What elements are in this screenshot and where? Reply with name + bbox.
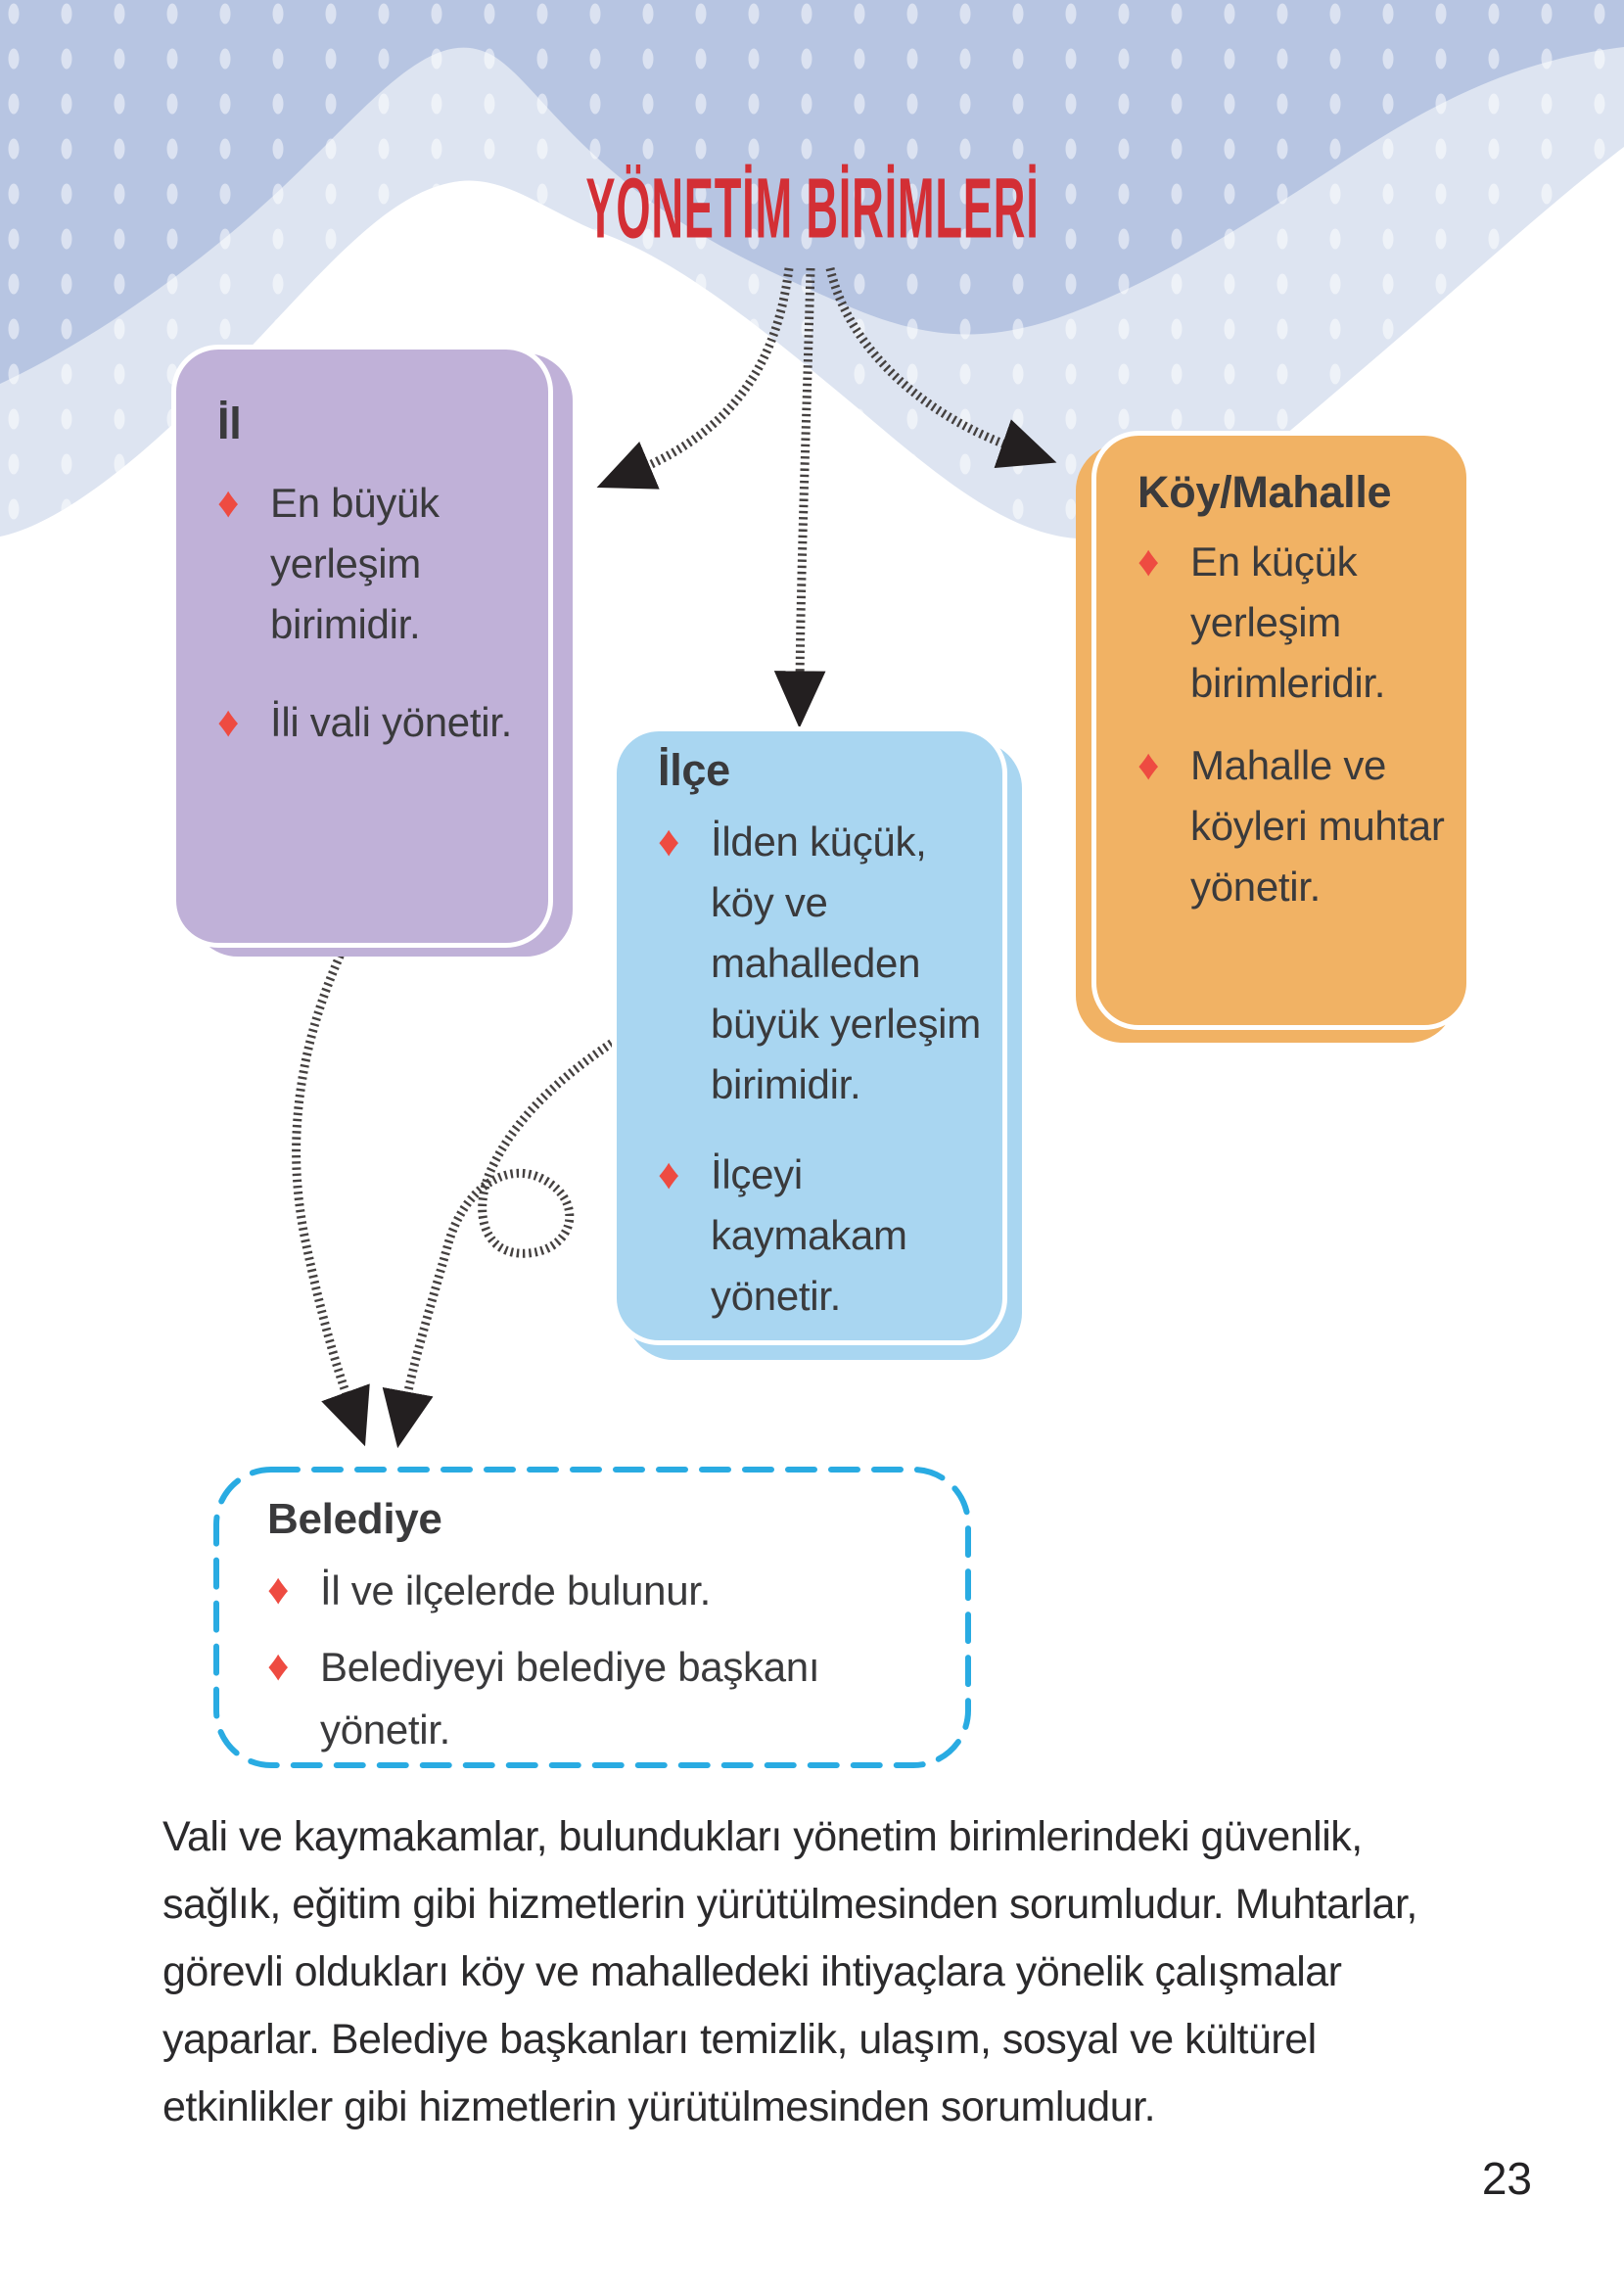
card-il-title: İl: [217, 398, 242, 448]
list-item-text: Belediyeyi belediye başkanı yönetir.: [320, 1644, 820, 1753]
diamond-bullet-icon: ♦: [267, 1566, 290, 1613]
diamond-bullet-icon: ♦: [217, 698, 240, 746]
page-title: YÖNETİM BİRİMLERİ: [584, 161, 1040, 257]
list-item: ♦ İlçeyi kaymakam yönetir.: [658, 1145, 981, 1327]
list-item: ♦ İl ve ilçelerde bulunur.: [267, 1560, 933, 1622]
list-item: ♦ Belediyeyi belediye başkanı yönetir.: [267, 1636, 933, 1761]
page-number: 23: [1481, 2153, 1532, 2204]
card-il: İl ♦ En büyük yerleşim birimidir. ♦ İli …: [171, 345, 553, 948]
card-belediye-title: Belediye: [267, 1495, 442, 1543]
list-item-text: İli vali yönetir.: [270, 699, 513, 745]
diamond-bullet-icon: ♦: [267, 1642, 290, 1690]
card-ilce-title: İlçe: [658, 745, 730, 795]
card-ilce: İlçe ♦ İlden küçük, köy ve mahalleden bü…: [612, 726, 1007, 1345]
list-item: ♦ En küçük yerleşim birimleridir.: [1137, 532, 1445, 714]
list-item-text: Mahalle ve köyleri muhtar yönetir.: [1190, 742, 1445, 910]
list-item: ♦ En büyük yerleşim birimidir.: [217, 473, 527, 655]
list-item-text: En küçük yerleşim birimleridir.: [1190, 538, 1386, 706]
diamond-bullet-icon: ♦: [1137, 741, 1160, 789]
list-item-text: En büyük yerleşim birimidir.: [270, 480, 440, 647]
list-item: ♦ İli vali yönetir.: [217, 692, 527, 753]
card-koy-mahalle-title: Köy/Mahalle: [1137, 467, 1392, 517]
arrow-title-to-ilce: [773, 267, 826, 728]
diamond-bullet-icon: ♦: [1137, 538, 1160, 585]
arrow-il-to-belediye: [292, 948, 370, 1447]
list-item-text: İlden küçük, köy ve mahalleden büyük yer…: [711, 818, 981, 1107]
list-item: ♦ Mahalle ve köyleri muhtar yönetir.: [1137, 735, 1445, 917]
diamond-bullet-icon: ♦: [217, 479, 240, 527]
list-item-text: İl ve ilçelerde bulunur.: [320, 1567, 712, 1613]
card-belediye: Belediye ♦ İl ve ilçelerde bulunur. ♦ Be…: [212, 1466, 972, 1769]
arrow-title-to-koy: [825, 266, 1057, 469]
arrow-ilce-to-belediye: [382, 1036, 620, 1449]
diamond-bullet-icon: ♦: [658, 1150, 680, 1198]
list-item: ♦ İlden küçük, köy ve mahalleden büyük y…: [658, 812, 981, 1115]
arrow-title-to-il: [596, 267, 794, 490]
list-item-text: İlçeyi kaymakam yönetir.: [711, 1151, 907, 1319]
dashed-border: [213, 1467, 971, 1768]
diamond-bullet-icon: ♦: [658, 818, 680, 865]
body-paragraph: Vali ve kaymakamlar, bulundukları yöneti…: [162, 1813, 1417, 2130]
card-koy-mahalle: Köy/Mahalle ♦ En küçük yerleşim birimler…: [1091, 431, 1471, 1030]
